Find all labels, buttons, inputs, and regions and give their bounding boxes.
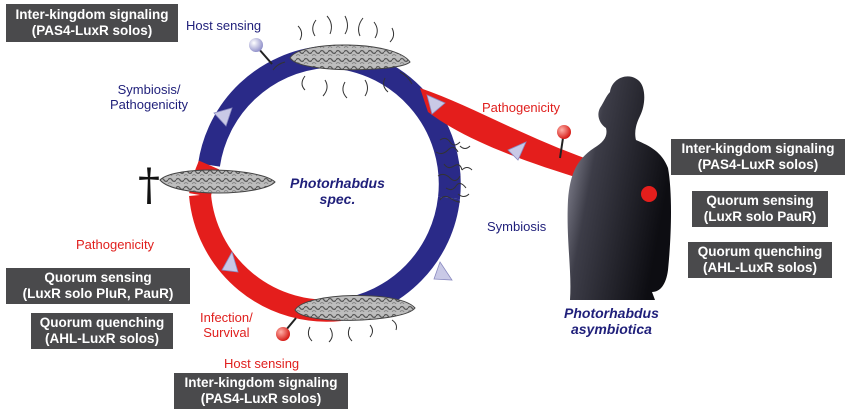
box-line-2: (PAS4-LuxR solos) [31, 23, 153, 38]
box-line-1: Inter-kingdom signaling [184, 375, 338, 390]
arrow-2 [433, 261, 453, 281]
death-dagger: † [138, 160, 160, 211]
arrow-5 [507, 141, 527, 161]
pathogenicity-pin [557, 125, 571, 159]
box-line-1: Inter-kingdom signaling [15, 7, 169, 22]
larva-dead [159, 169, 276, 194]
host-sensing-pin-top [249, 38, 273, 65]
box-line-2: (LuxR solo PauR) [703, 209, 817, 224]
label-line-1: Symbiosis/ [117, 82, 181, 97]
box-inter-kingdom-bottom: Inter-kingdom signaling (PAS4-LuxR solos… [174, 373, 348, 409]
box-line-2: (PAS4-LuxR solos) [697, 157, 819, 172]
species-photorhabdus-asymbiotica: Photorhabdus asymbiotica [564, 305, 659, 337]
label-host-sensing-top: Host sensing [186, 18, 262, 33]
box-line-1: Quorum quenching [697, 244, 823, 259]
label-pathogenicity-right: Pathogenicity [482, 100, 561, 115]
box-line-1: Quorum quenching [39, 315, 165, 330]
box-quorum-quenching-left: Quorum quenching (AHL-LuxR solos) [31, 313, 173, 349]
species-line-1: Photorhabdus [564, 305, 659, 321]
box-line-2: (AHL-LuxR solos) [45, 331, 159, 346]
red-arc-lower-left [189, 193, 342, 322]
blue-arc-lower-right [338, 196, 460, 321]
label-host-sensing-bottom: Host sensing [224, 356, 300, 371]
box-inter-kingdom-top-left: Inter-kingdom signaling (PAS4-LuxR solos… [6, 4, 178, 42]
larva-bottom [294, 295, 416, 343]
arrow-1 [426, 94, 446, 115]
arrow-4 [213, 107, 233, 127]
human-silhouette [567, 76, 671, 300]
box-quorum-sensing-left: Quorum sensing (LuxR solo PluR, PauR) [6, 268, 190, 304]
species-photorhabdus-spec: Photorhabdus spec. [290, 175, 385, 207]
pathogenicity-branch [420, 88, 590, 180]
label-symbiosis-right: Symbiosis [487, 219, 547, 234]
host-sensing-pin-bottom [276, 317, 297, 341]
box-quorum-sensing-right: Quorum sensing (LuxR solo PauR) [692, 191, 828, 227]
box-line-1: Quorum sensing [44, 270, 152, 285]
infection-spot [641, 186, 657, 202]
box-line-2: (LuxR solo PluR, PauR) [22, 286, 174, 301]
direction-arrows [213, 94, 527, 281]
box-line-1: Quorum sensing [706, 193, 814, 208]
species-line-2: spec. [319, 191, 356, 207]
label-symbiosis-pathogenicity: Symbiosis/ Pathogenicity [110, 82, 188, 112]
box-line-1: Inter-kingdom signaling [681, 141, 835, 156]
box-line-2: (AHL-LuxR solos) [703, 260, 817, 275]
box-quorum-quenching-right: Quorum quenching (AHL-LuxR solos) [688, 242, 832, 278]
species-line-1: Photorhabdus [290, 175, 385, 191]
label-infection-survival: Infection/ Survival [200, 310, 253, 340]
label-pathogenicity-left: Pathogenicity [76, 237, 155, 252]
arrow-3 [221, 250, 239, 273]
bacteria-cluster [435, 137, 473, 203]
species-line-2: asymbiotica [570, 321, 652, 337]
label-line-2: Survival [203, 325, 250, 340]
larva-top [272, 15, 413, 99]
box-line-2: (PAS4-LuxR solos) [200, 391, 322, 406]
label-line-1: Infection/ [200, 310, 253, 325]
box-inter-kingdom-right: Inter-kingdom signaling (PAS4-LuxR solos… [671, 139, 845, 175]
label-line-2: Pathogenicity [110, 97, 189, 112]
